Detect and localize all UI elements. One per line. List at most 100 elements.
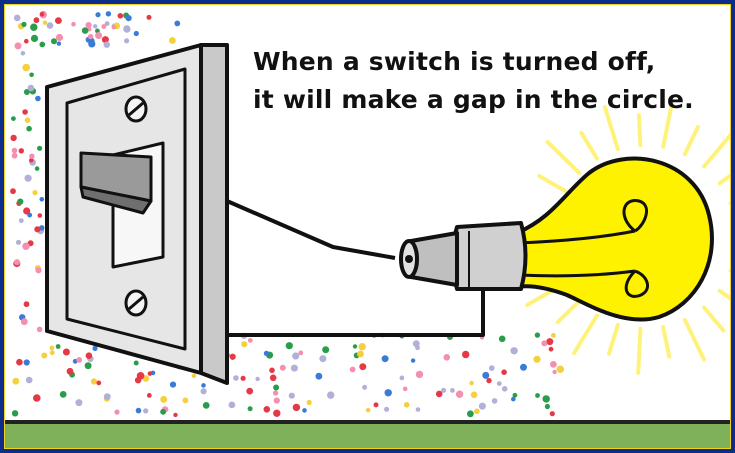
confetti-dot: [24, 38, 29, 44]
confetti-dot: [92, 345, 98, 351]
confetti-dot: [182, 397, 189, 404]
confetti-dot: [105, 11, 112, 17]
confetti-dot: [24, 117, 31, 123]
confetti-dot: [546, 338, 554, 346]
confetti-dot: [10, 134, 17, 142]
confetti-dot: [290, 364, 298, 372]
light-ray: [728, 201, 730, 206]
confetti-dot: [23, 301, 30, 308]
caption-line-1: When a switch is turned off,: [253, 47, 656, 76]
confetti-dot: [23, 359, 30, 366]
confetti-dot: [22, 242, 30, 250]
caption: When a switch is turned off, it will mak…: [253, 43, 694, 119]
confetti-dot: [27, 212, 33, 218]
confetti-dot: [25, 376, 33, 384]
light-ray: [607, 322, 620, 356]
confetti-dot: [269, 367, 275, 374]
light-ray: [579, 130, 599, 161]
confetti-dot: [13, 259, 21, 266]
confetti-dot: [35, 267, 42, 274]
confetti-dot: [169, 381, 177, 388]
confetti-dot: [22, 109, 28, 115]
confetti-dot: [114, 409, 120, 415]
confetti-dot: [510, 347, 518, 355]
filament: [518, 199, 650, 298]
caption-line-2: it will make a gap in the circle.: [253, 85, 694, 114]
confetti-dot: [46, 22, 54, 29]
confetti-dot: [302, 408, 307, 413]
confetti-dot: [101, 36, 109, 44]
confetti-dot: [30, 34, 39, 42]
confetti-dot: [23, 89, 30, 95]
confetti-dot: [11, 116, 16, 121]
confetti-dot: [14, 42, 22, 50]
confetti-dot: [512, 392, 518, 398]
confetti-dot: [373, 402, 379, 408]
confetti-dot: [104, 21, 110, 26]
confetti-dot: [88, 40, 96, 48]
confetti-dot: [35, 95, 41, 102]
confetti-dot: [381, 355, 389, 363]
confetti-dot: [410, 358, 416, 363]
confetti-dot: [489, 365, 495, 371]
confetti-dot: [29, 72, 34, 78]
confetti-dot: [288, 392, 295, 399]
confetti-dot: [169, 37, 176, 44]
confetti-dot: [482, 371, 490, 379]
confetti-dot: [160, 408, 167, 415]
confetti-dot: [95, 32, 103, 39]
confetti-dot: [359, 363, 367, 371]
confetti-dot: [247, 338, 253, 343]
confetti-dot: [22, 63, 31, 72]
confetti-dot: [135, 407, 142, 414]
confetti-dot: [173, 412, 178, 418]
confetti-dot: [229, 353, 236, 360]
confetti-dot: [55, 344, 61, 349]
confetti-dot: [90, 378, 98, 385]
confetti-dot: [535, 393, 540, 398]
confetti-dot: [16, 358, 23, 366]
confetti-dot: [49, 345, 55, 351]
wire: [226, 199, 485, 337]
confetti-dot: [49, 350, 55, 356]
confetti-dot: [160, 395, 168, 403]
circuit-illustration: [5, 10, 730, 448]
bulb-glass: [515, 156, 714, 322]
confetti-dot: [27, 84, 35, 92]
confetti-dot: [498, 335, 506, 343]
confetti-dot: [552, 369, 557, 375]
confetti-dot: [412, 340, 420, 348]
confetti-dot: [33, 17, 40, 24]
confetti-dot: [384, 406, 390, 412]
confetti-dot: [26, 125, 32, 132]
confetti-dot: [33, 394, 41, 402]
light-ray: [555, 299, 582, 325]
confetti-dot: [20, 318, 28, 326]
confetti-dot: [402, 386, 408, 392]
confetti-dot: [95, 12, 101, 18]
confetti-dot: [174, 20, 181, 27]
confetti-dot: [415, 407, 421, 412]
confetti-dot: [541, 340, 548, 347]
confetti-dot: [117, 13, 124, 19]
confetti-dot: [443, 354, 451, 361]
confetti-dot: [549, 411, 555, 417]
confetti-dot: [511, 396, 516, 402]
confetti-dot: [10, 188, 16, 195]
confetti-dot: [470, 391, 478, 399]
confetti-dot: [255, 376, 260, 382]
light-ray: [728, 268, 730, 273]
confetti-dot: [228, 401, 236, 409]
confetti-dot: [191, 373, 197, 379]
confetti-dot: [51, 38, 57, 45]
confetti-dot: [133, 360, 139, 366]
confetti-dot: [455, 390, 464, 398]
confetti-dot: [202, 402, 210, 409]
confetti-dot: [319, 355, 327, 363]
confetti-dot: [147, 371, 153, 376]
confetti-dot: [241, 341, 248, 348]
confetti-dot: [478, 402, 486, 410]
light-ray: [661, 101, 674, 149]
floor-strip: [5, 423, 730, 448]
confetti-dot: [349, 366, 356, 373]
